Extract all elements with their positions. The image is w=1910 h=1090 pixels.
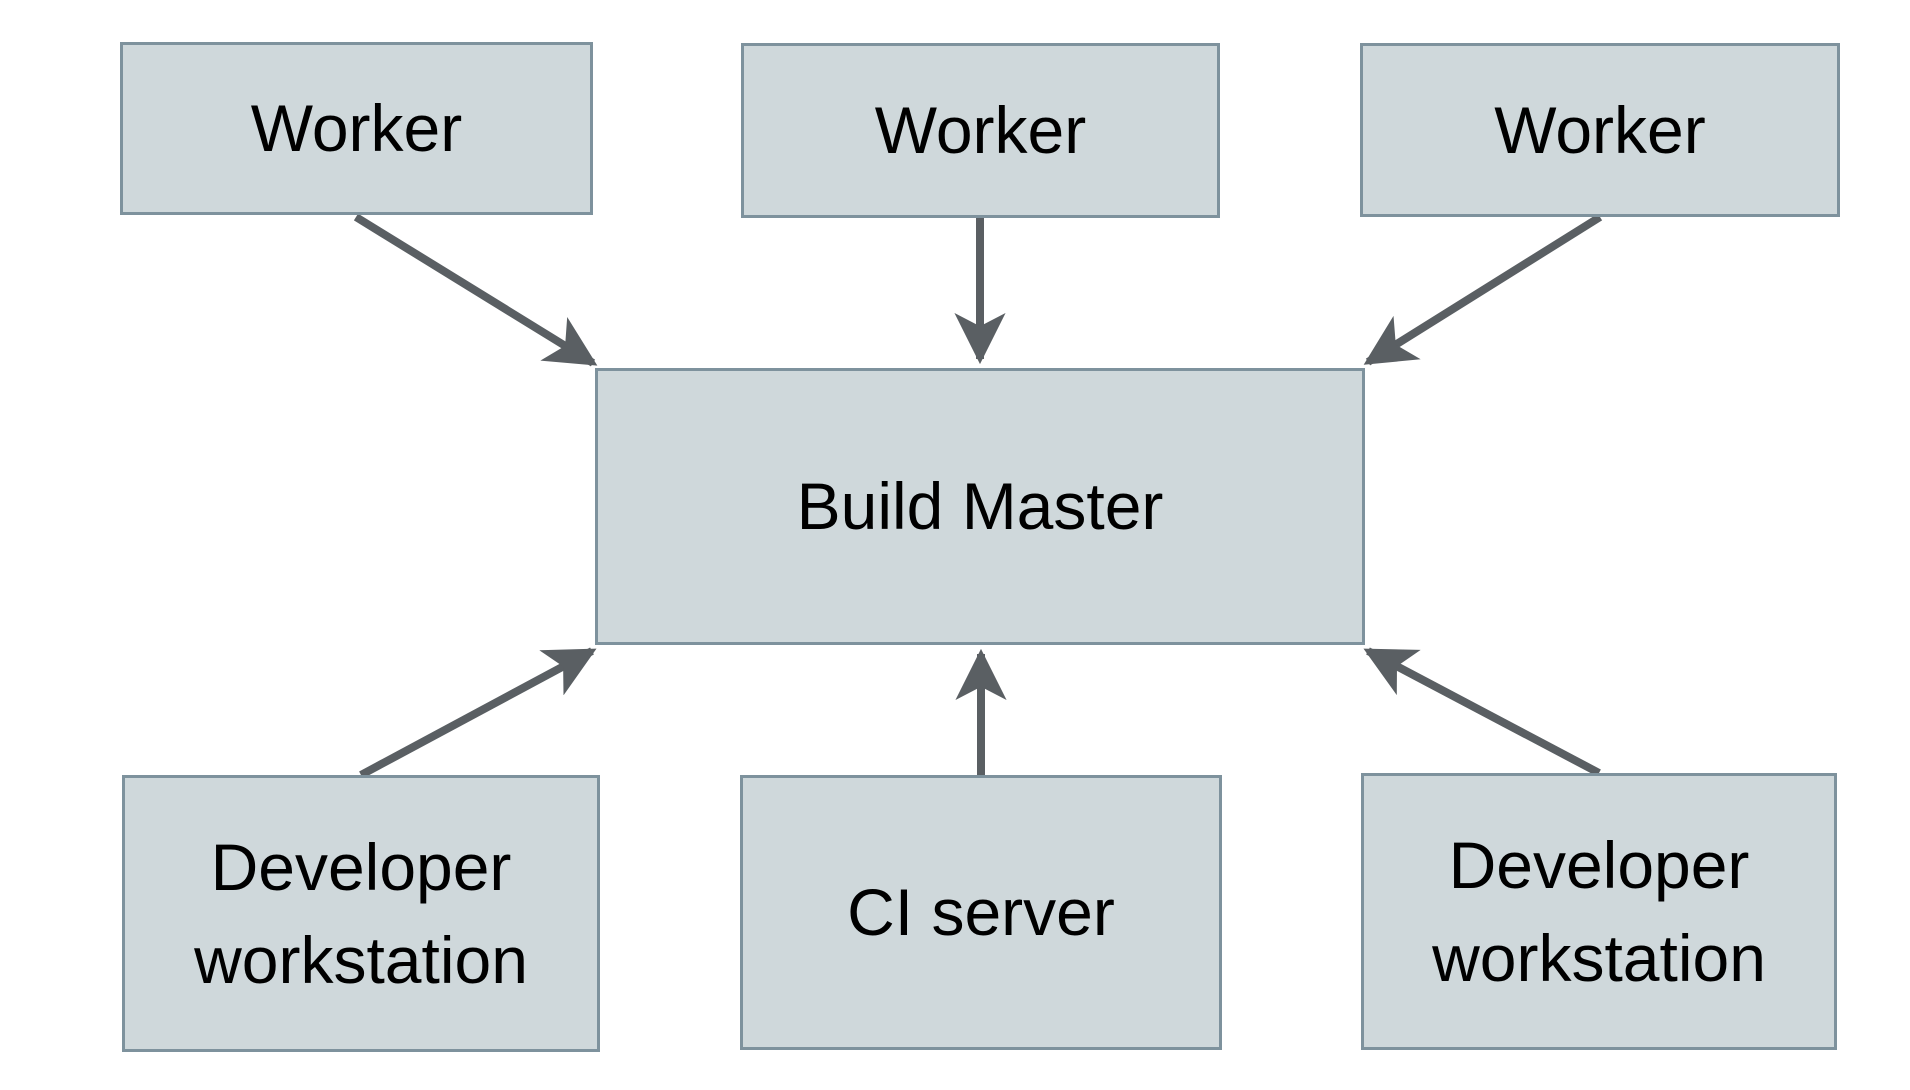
node-developer-workstation-left: Developer workstation — [122, 775, 600, 1052]
node-developer-workstation-left-label: Developer workstation — [194, 830, 528, 997]
node-build-master-label: Build Master — [796, 469, 1164, 544]
node-worker-2: Worker — [741, 43, 1220, 218]
node-developer-workstation-right-label: Developer workstation — [1432, 828, 1766, 995]
node-ci-server: CI server — [740, 775, 1222, 1050]
arrow-devright-to-buildmaster — [1363, 647, 1601, 777]
arrow-devleft-to-buildmaster — [359, 647, 597, 779]
arrow-worker1-to-buildmaster — [353, 213, 598, 367]
arrow-worker3-to-buildmaster — [1363, 213, 1603, 366]
node-worker-2-label: Worker — [874, 93, 1087, 168]
node-developer-workstation-right: Developer workstation — [1361, 773, 1837, 1050]
node-worker-1: Worker — [120, 42, 593, 215]
node-ci-server-label: CI server — [847, 875, 1115, 950]
node-worker-1-label: Worker — [250, 91, 463, 166]
node-worker-3-label: Worker — [1494, 92, 1706, 167]
node-build-master: Build Master — [595, 368, 1365, 645]
node-worker-3: Worker — [1360, 43, 1840, 217]
